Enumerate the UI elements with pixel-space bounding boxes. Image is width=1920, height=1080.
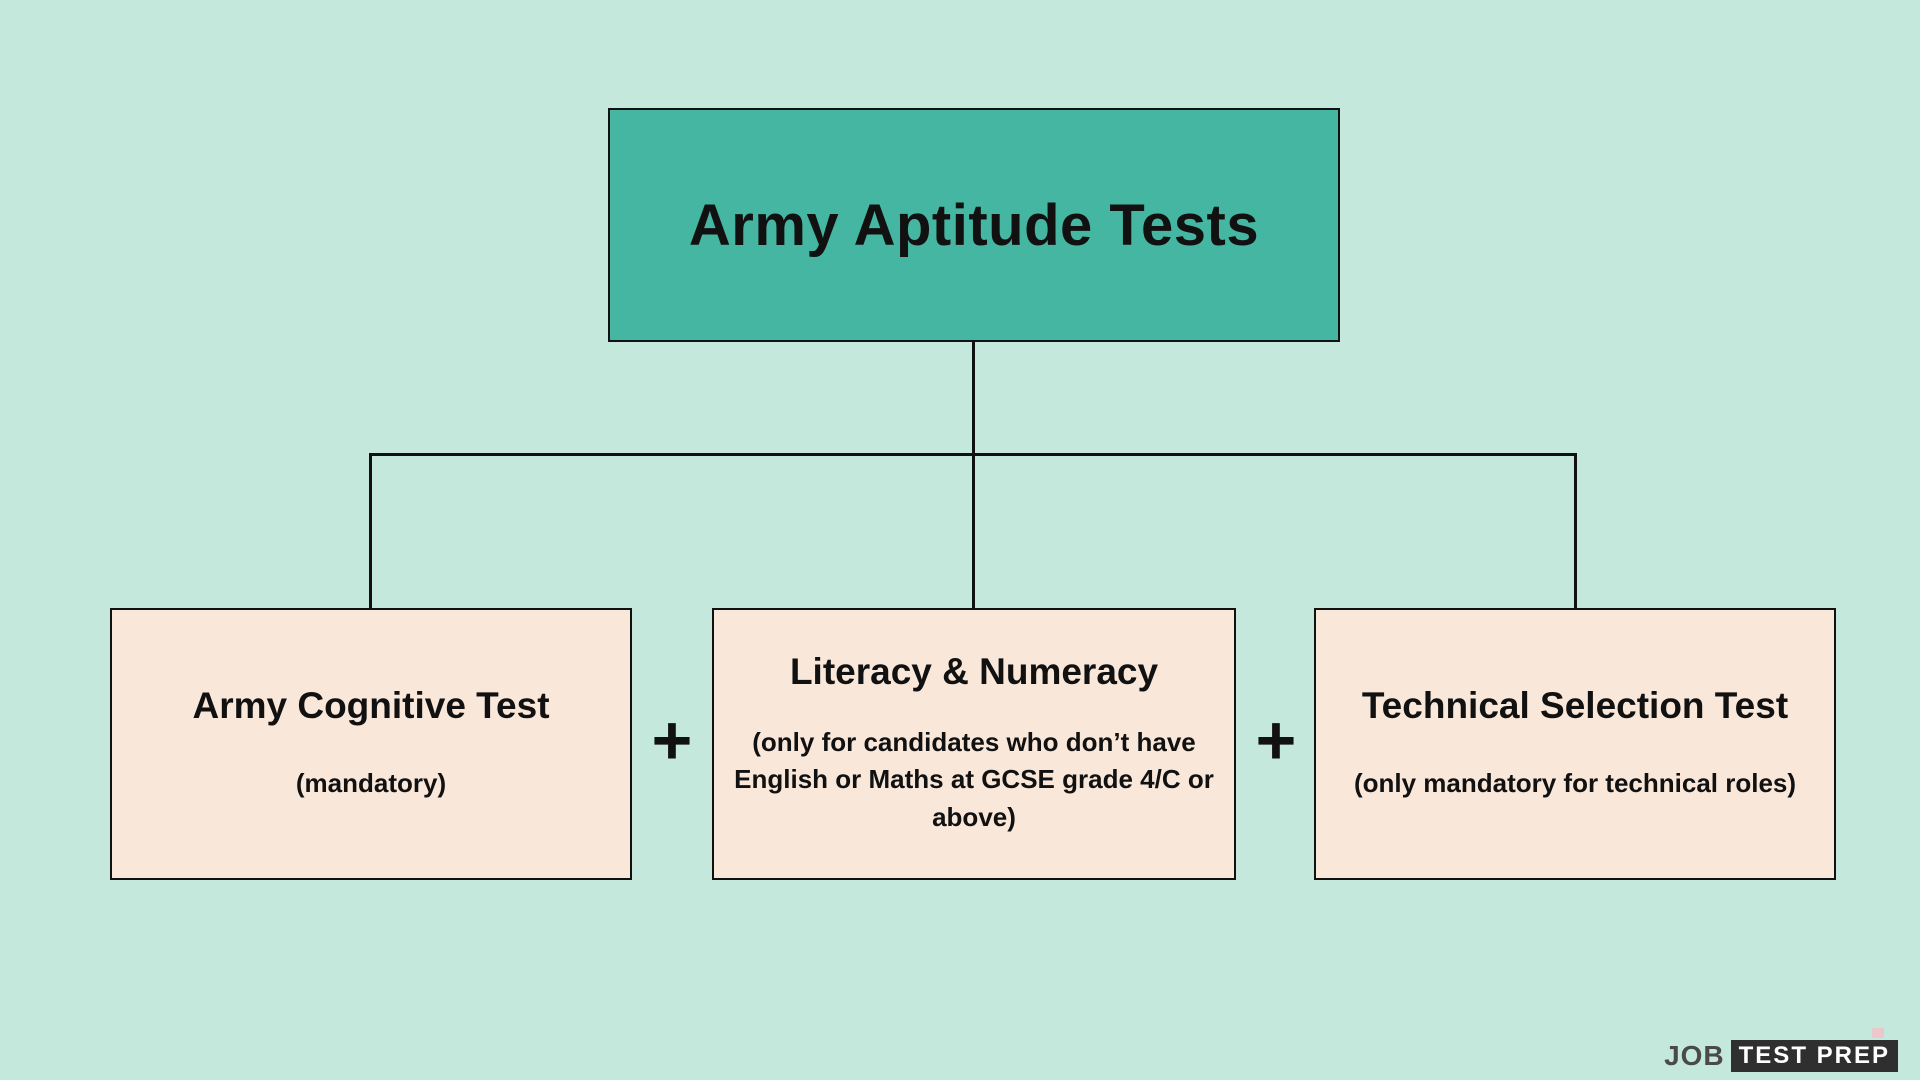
node-technical-selection-test: Technical Selection Test (only mandatory… xyxy=(1314,608,1836,880)
node-subtitle: (only for candidates who don’t have Engl… xyxy=(734,726,1214,833)
jobtestprep-logo: JOB TEST PREP xyxy=(1664,1027,1898,1072)
plus-sign-1: + xyxy=(651,701,693,779)
root-node-title: Army Aptitude Tests xyxy=(688,192,1260,258)
logo-job-text: JOB xyxy=(1664,1039,1725,1071)
logo-testprep-badge: TEST PREP xyxy=(1730,1039,1898,1072)
root-node-army-aptitude-tests: Army Aptitude Tests xyxy=(608,108,1340,342)
connector-horizontal xyxy=(369,453,1577,456)
node-title: Technical Selection Test xyxy=(1361,684,1789,726)
node-title: Literacy & Numeracy xyxy=(789,651,1159,693)
node-army-cognitive-test: Army Cognitive Test (mandatory) xyxy=(110,608,632,880)
node-title: Army Cognitive Test xyxy=(192,684,550,726)
connector-left-vertical xyxy=(369,453,372,608)
plus-sign-2: + xyxy=(1255,701,1297,779)
node-literacy-numeracy: Literacy & Numeracy (only for candidates… xyxy=(712,608,1236,880)
connector-root-vertical xyxy=(972,342,975,608)
connector-right-vertical xyxy=(1574,453,1577,608)
node-subtitle: (mandatory) xyxy=(295,768,447,799)
logo-accent-mark xyxy=(1872,1027,1884,1038)
node-subtitle: (only mandatory for technical roles) xyxy=(1353,768,1797,799)
